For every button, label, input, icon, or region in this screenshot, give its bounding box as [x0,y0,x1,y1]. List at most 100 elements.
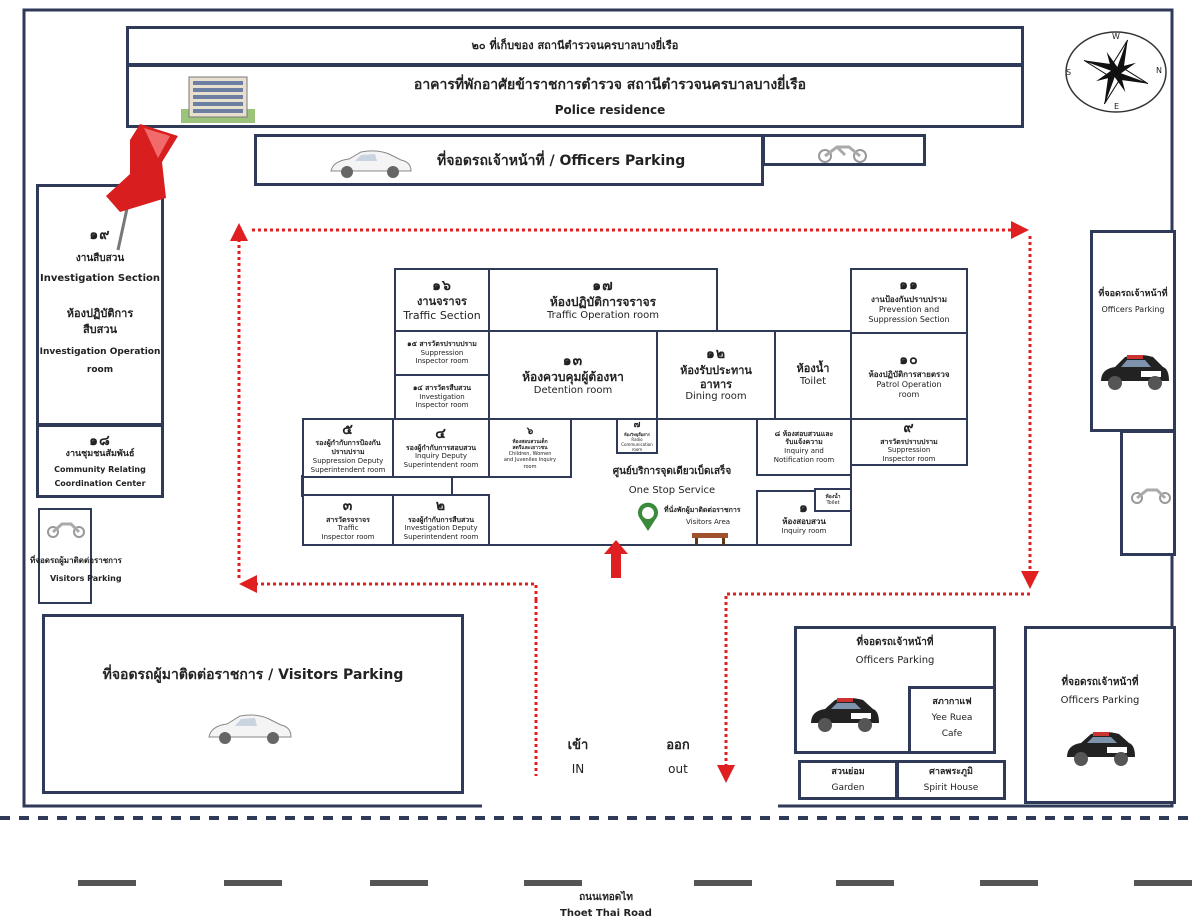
community-en1: Community Relating [54,465,146,474]
room-6-en2: and Juveniles Inquiry [503,457,557,464]
room-5-th2: ปราบปราม [331,448,365,456]
room-number-17: ๑๗ [592,277,614,294]
room-17-th: ห้องปฏิบัติการจราจร [549,295,657,309]
small-toilet-th: ห้องน้ำ [825,493,841,500]
up-arrow-icon [604,540,628,582]
room-1-en: Inquiry room [781,527,827,536]
building-wall-left [302,476,304,496]
room-12-th1: ห้องรับประทาน [680,363,752,377]
road-name-en: Thoet Thai Road [560,908,652,919]
room-9-en2: Inspector room [882,455,936,464]
room-10: ๑๐ ห้องปฏิบัติการสายตรวจ Patrol Operatio… [850,332,968,420]
push-pin-icon [100,118,190,258]
room-2-en1: Investigation Deputy [404,524,478,533]
room-number-16: ๑๖ [432,277,452,294]
room-5-th1: รองผู้กำกับการป้องกัน [315,439,381,448]
car-icon [327,149,413,179]
room-14-th-text: สารวัตรสืบสวน [425,383,472,392]
yee-ruea-cafe: สภากาแฟ Yee Ruea Cafe [908,686,996,754]
garden-en: Garden [831,783,865,793]
motorcycle-icon [815,141,871,167]
room-4-en2: Superintendent room [403,461,479,470]
one-stop-service: ศูนย์บริการจุดเดียวเบ็ดเสร็จ One Stop Se… [572,464,772,504]
motorcycle-icon [46,520,86,542]
motorcycle-icon [1129,485,1173,509]
room-3-th: สารวัตรจราจร [326,515,370,524]
far-right-parking-th: ที่จอดรถเจ้าหน้าที่ [1061,677,1139,688]
building-wall [488,544,852,546]
building-wall-right [850,464,968,466]
oss-th: ศูนย์บริการจุดเดียวเบ็ดเสร็จ [612,466,732,477]
room-9-en1: Suppression [887,446,931,455]
room-10-th: ห้องปฏิบัติการสายตรวจ [868,369,950,379]
residence-title-en: Police residence [554,103,666,117]
room-15-en2: Inspector room [415,357,469,366]
room-3-en1: Traffic [337,524,359,533]
room-11-en1: Prevention and [878,304,940,314]
garden: สวนย่อม Garden [798,760,898,800]
room-14-th: ๑๔ สารวัตรสืบสวน [413,384,471,393]
room-10-en1: Patrol Operation [876,379,942,389]
toilet-en: Toilet [799,375,827,387]
police-residence: อาคารที่พักอาศัยข้าราชการตำรวจ สถานีตำรว… [126,64,1024,128]
building-icon [181,73,255,123]
entrance-out-en: out [668,762,688,776]
room-16-th: งานจราจร [417,295,467,308]
room-2-th: รองผู้กำกับการสืบสวน [408,515,474,524]
room-number-18: ๑๘ [89,433,111,449]
investigation-op-en2: room [86,365,114,375]
room-number-6: ๖ [526,426,534,438]
room-14-en1: Investigation [419,392,465,401]
room-13-th: ห้องควบคุมผู้ต้องหา [522,370,624,384]
officers-parking-lower-th: ที่จอดรถเจ้าหน้าที่ [856,637,934,648]
room-number-3: ๓ [342,498,354,515]
officers-parking-lower-en: Officers Parking [855,655,935,666]
room-11-en2: Suppression Section [868,314,950,324]
room-8-th1: ๘ ห้องสอบสวนและ [775,430,834,439]
room-15-th-text: สารวัตรปราบปราม [419,339,477,348]
room-5-en1: Suppression Deputy [312,456,384,465]
toilet: ห้องน้ำ Toilet [774,330,852,420]
room-4-th: รองผู้กำกับการสอบสวน [405,443,477,452]
room-number-15: ๑๕ [407,339,417,348]
car-icon [205,713,295,749]
residence-title-th: อาคารที่พักอาศัยข้าราชการตำรวจ สถานีตำรว… [413,77,807,93]
room-number-7: ๗ [633,420,641,431]
compass-icon: W N S E [1064,30,1168,114]
officers-parking-far-right: ที่จอดรถเจ้าหน้าที่ Officers Parking [1024,626,1176,804]
room-13: ๑๓ ห้องควบคุมผู้ต้องหา Detention room [488,330,658,420]
visitors-area-th: ที่นั่งพักผู้มาติดต่อราชการ [664,506,741,514]
spirit-house: ศาลพระภูมิ Spirit House [896,760,1006,800]
room-7-en1: Radio Communication [621,436,653,447]
room-9-th: สารวัตรปราบปราม [880,437,938,446]
room-number-4: ๔ [435,426,447,443]
officers-parking-top: ที่จอดรถเจ้าหน้าที่ / Officers Parking [254,134,764,186]
room-17-en: Traffic Operation room [546,310,660,321]
cafe-th: สภากาแฟ [932,697,972,707]
entrance-out-th: ออก [666,738,690,753]
room-6-th1: ห้องสอบสวนเด็ก [512,438,548,445]
compass-e: E [1114,102,1120,111]
room-8-th2: รับแจ้งความ [785,438,823,447]
investigation-section: ๑๙ งานสืบสวน Investigation Section ห้องป… [36,184,164,426]
room-number-8: ๘ [774,429,781,438]
room-7: ๗ ห้องวิทยุสื่อสาร Radio Communication r… [616,418,658,454]
room-6-th2: สตรีและเยาวชน [512,444,548,451]
storage-label: ๒๐ ที่เก็บของ สถานีตำรวจนครบาลบางยี่เรือ [471,39,679,52]
visitors-parking-small [38,508,92,604]
officers-parking-right: ที่จอดรถเจ้าหน้าที่ Officers Parking [1090,230,1176,432]
visitors-parking-small-th: ที่จอดรถผู้มาติดต่อราชการ [30,556,122,565]
room-16-en: Traffic Section [403,308,481,322]
visitors-parking-label: ที่จอดรถผู้มาติดต่อราชการ / Visitors Par… [102,667,404,683]
community-th: งานชุมชนสัมพันธ์ [65,449,135,459]
police-car-icon [1063,729,1139,773]
room-12-th2: อาหาร [699,377,733,391]
room-2-en2: Superintendent room [403,533,479,542]
room-10-en2: room [898,389,920,399]
room-number-5: ๕ [342,421,354,438]
police-car-icon [1097,351,1171,397]
room-11-th: งานป้องกันปราบปราม [870,294,948,304]
room-7-en2: room [631,446,643,452]
room-7-th: ห้องวิทยุสื่อสาร [624,431,650,437]
room-number-14: ๑๔ [412,383,423,392]
